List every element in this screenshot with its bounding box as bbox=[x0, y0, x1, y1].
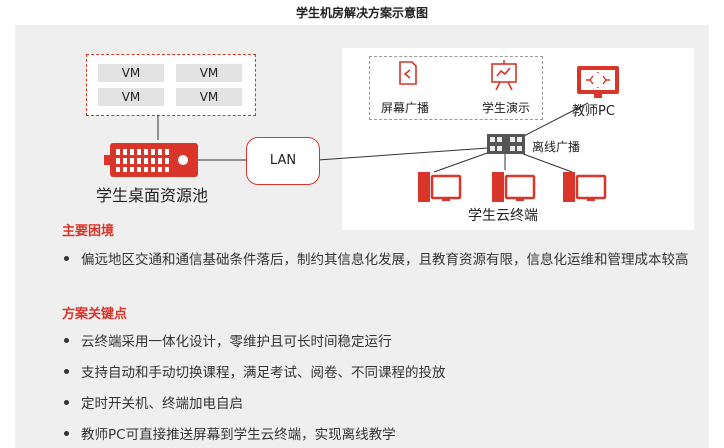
vm-block: VM bbox=[98, 64, 164, 82]
student-demo-icon bbox=[491, 60, 517, 91]
switch-teacher-line bbox=[519, 102, 589, 139]
list-item: 云终端采用一体化设计，零维护且可长时间稳定运行 bbox=[64, 331, 684, 353]
vm-pool-box: VM VM VM VM bbox=[86, 54, 256, 116]
bullet-dot bbox=[64, 337, 69, 343]
bullet-dot bbox=[64, 430, 69, 436]
teacher-pc-icon bbox=[577, 66, 619, 98]
teacher-pc-label: 教师PC bbox=[572, 104, 615, 119]
vm-block: VM bbox=[98, 88, 164, 106]
list-item: 偏远地区交通和通信基础条件落后，制约其信息化发展，且教育资源有限，信息化运维和管… bbox=[64, 249, 701, 271]
lan-node: LAN bbox=[246, 137, 320, 185]
screen-broadcast-label: 屏幕广播 bbox=[381, 101, 430, 115]
section-heading: 主要困境 bbox=[62, 224, 115, 239]
switch-terminal-line bbox=[517, 151, 573, 173]
pool-label: 学生桌面资源池 bbox=[96, 186, 209, 205]
list-item: 支持自动和手动切换课程，满足考试、阅卷、不同课程的投放 bbox=[64, 362, 684, 384]
student-demo-label: 学生演示 bbox=[482, 101, 531, 115]
bullet-dot bbox=[64, 368, 69, 374]
student-terminal-icon bbox=[563, 172, 607, 202]
server-icon bbox=[104, 143, 198, 177]
bullet-dot bbox=[64, 399, 69, 405]
list-item: 定时开关机、终端加电自启 bbox=[64, 393, 684, 415]
teaching-tools-box bbox=[369, 56, 543, 120]
student-cloud-terminal-label: 学生云终端 bbox=[468, 208, 538, 224]
bullet-dot bbox=[64, 255, 69, 261]
switch-icon bbox=[487, 134, 525, 154]
list-item: 教师PC可直接推送屏幕到学生云终端，实现离线教学 bbox=[64, 424, 684, 446]
vm-block: VM bbox=[176, 88, 242, 106]
screen-broadcast-icon bbox=[399, 61, 417, 85]
lan-switch-line bbox=[317, 147, 489, 161]
student-terminal-icon bbox=[418, 172, 462, 202]
page-title: 学生机房解决方案示意图 bbox=[295, 6, 428, 20]
switch-terminal-line bbox=[433, 151, 491, 173]
student-terminal-icon bbox=[492, 172, 536, 202]
section-heading: 方案关键点 bbox=[62, 307, 128, 322]
offline-broadcast-label: 离线广播 bbox=[532, 140, 581, 154]
vm-block: VM bbox=[176, 64, 242, 82]
